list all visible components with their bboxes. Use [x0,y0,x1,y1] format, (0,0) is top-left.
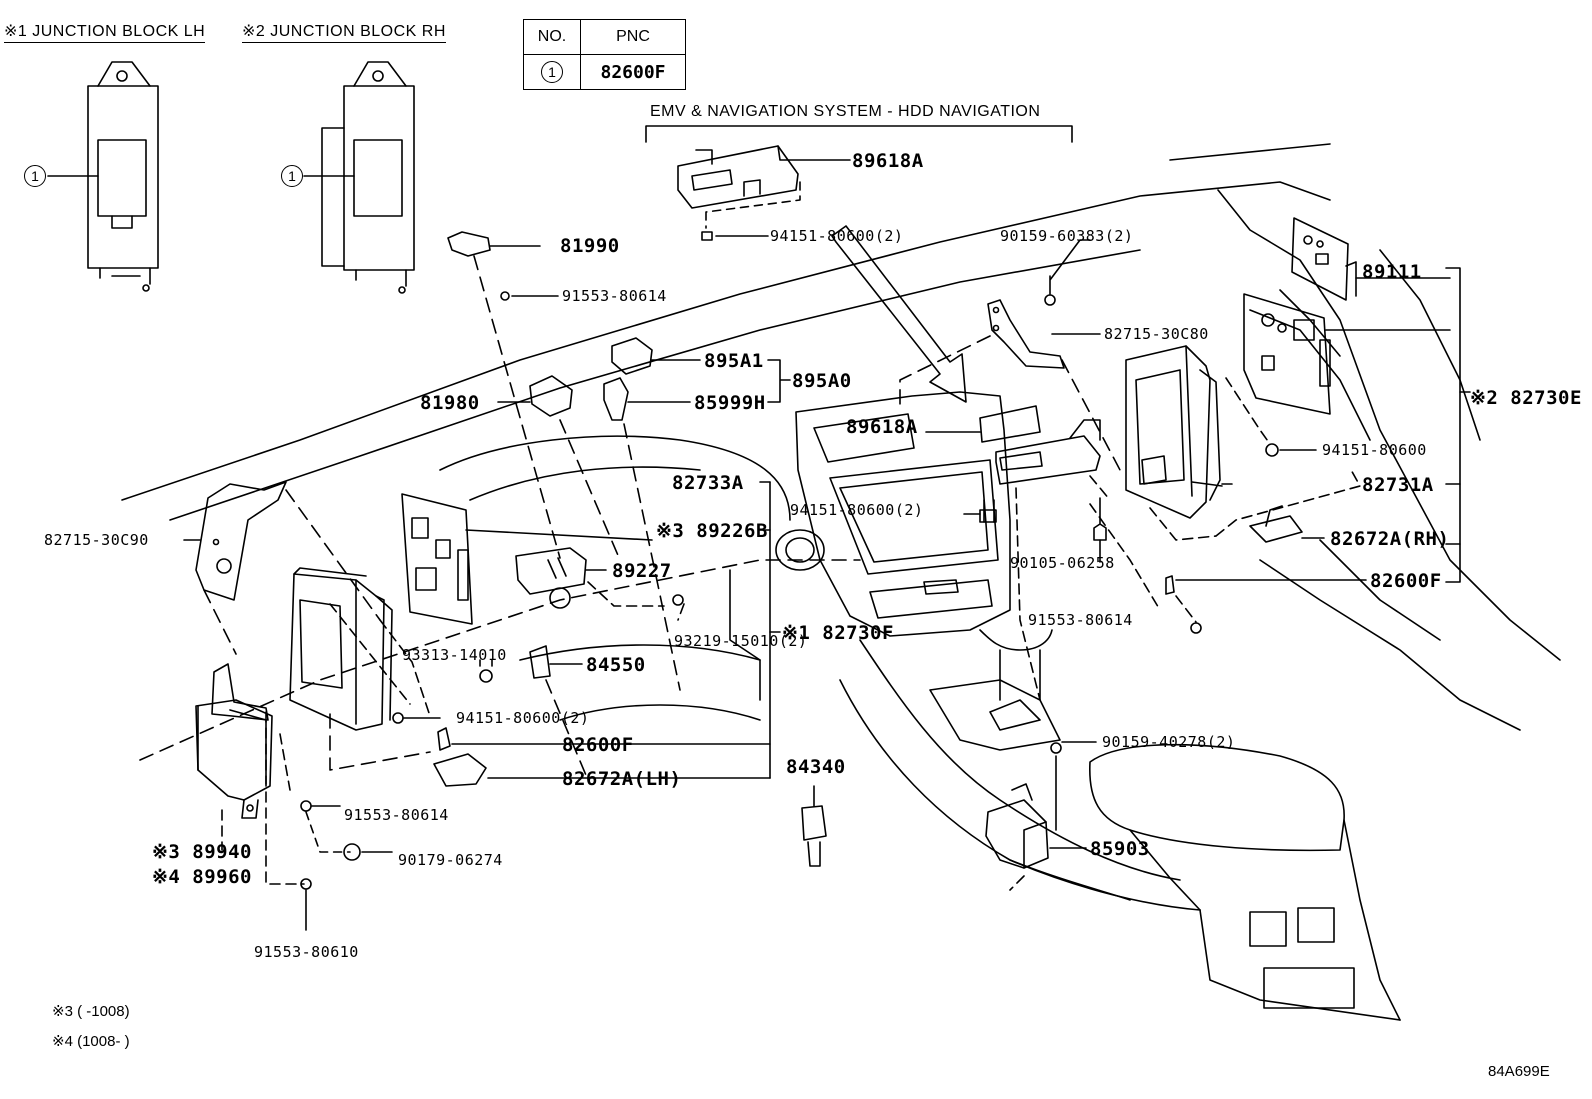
note-3: ※3 ( -1008) [52,1003,130,1020]
part-94151-80600-r: 94151-80600 [1322,441,1427,459]
part-90159-40278: 90159-40278(2) [1102,733,1236,751]
callout-marker-lh: 1 [24,165,46,187]
part-93313-14010: 93313-14010 [402,646,507,664]
part-93219-15010: 93219-15010(2) [674,632,808,650]
part-81980: 81980 [420,392,480,414]
part-94151-80600-2-top: 94151-80600(2) [770,227,904,245]
part-90179-06274: 90179-06274 [398,851,503,869]
part-82672A-RH: 82672A(RH) [1330,528,1450,550]
part-82715-30C80: 82715-30C80 [1104,325,1209,343]
part-82730F: ※1 82730F [782,622,894,644]
pnc-table-col-pnc: PNC [580,19,686,55]
part-89618A-mid: 89618A [846,416,918,438]
pnc-table-cell-no: 1 [523,54,581,90]
part-91553-80614-a: 91553-80614 [562,287,667,305]
part-91553-80614-l: 91553-80614 [344,806,449,824]
pnc-table-col-no: NO. [523,19,581,55]
callout-marker-rh: 1 [281,165,303,187]
part-91553-80614-r: 91553-80614 [1028,611,1133,629]
part-82733A: 82733A [672,472,744,494]
junction-block-rh-drawing [321,61,415,294]
part-89940: ※3 89940 [152,841,252,863]
pnc-table: NO. PNC 1 82600F [523,19,686,90]
part-89226B: ※3 89226B [656,520,768,542]
part-89227: 89227 [612,560,672,582]
part-81990: 81990 [560,235,620,257]
junction-block-lh-title: ※1 JUNCTION BLOCK LH [4,24,206,43]
junction-block-rh-title: ※2 JUNCTION BLOCK RH [242,24,446,43]
part-895A0: 895A0 [792,370,852,392]
part-89618A-top: 89618A [852,150,924,172]
part-895A1: 895A1 [704,350,764,372]
pnc-table-no-circle: 1 [541,61,563,83]
part-82731A: 82731A [1362,474,1434,496]
part-82600F-l: 82600F [562,734,634,756]
part-82730E: ※2 82730E [1470,387,1582,409]
part-85903: 85903 [1090,838,1150,860]
part-82600F-r: 82600F [1370,570,1442,592]
junction-block-lh-drawing [87,61,159,292]
part-90105-06258: 90105-06258 [1010,554,1115,572]
part-89960: ※4 89960 [152,866,252,888]
part-91553-80610: 91553-80610 [254,943,359,961]
part-94151-80600-2-low: 94151-80600(2) [456,709,590,727]
emv-navigation-title: EMV & NAVIGATION SYSTEM - HDD NAVIGATION [650,103,1041,120]
pnc-table-header-row: NO. PNC [523,19,686,55]
part-84340: 84340 [786,756,846,778]
part-82672A-LH: 82672A(LH) [562,768,682,790]
part-84550: 84550 [586,654,646,676]
part-90159-60383: 90159-60383(2) [1000,227,1134,245]
part-89111: 89111 [1362,261,1422,283]
note-4: ※4 (1008- ) [52,1033,130,1050]
pnc-table-row: 1 82600F [523,54,686,90]
part-85999H: 85999H [694,392,766,414]
figure-code: 84A699E [1488,1063,1550,1080]
pnc-table-cell-pnc: 82600F [580,54,686,90]
part-94151-80600-2-mid: 94151-80600(2) [790,501,924,519]
part-82715-30C90: 82715-30C90 [44,531,149,549]
